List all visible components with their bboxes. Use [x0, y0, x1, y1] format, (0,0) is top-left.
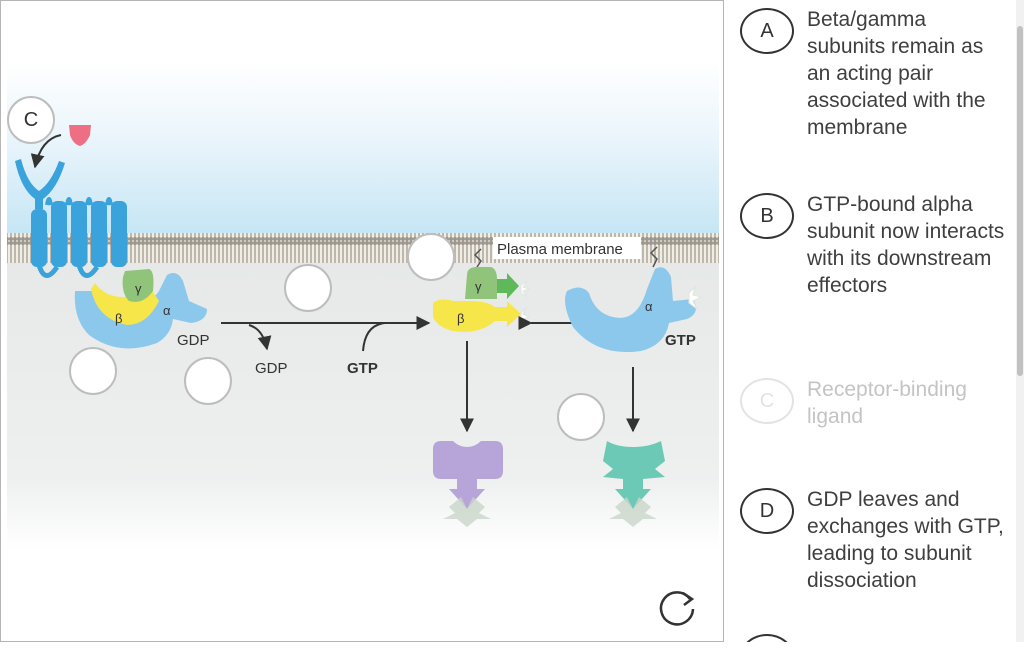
gdp-release-arrow — [248, 324, 272, 351]
drop-target[interactable] — [284, 264, 332, 312]
drop-target[interactable] — [407, 233, 455, 281]
option-a-text: Beta/gamma subunits remain as an acting … — [807, 8, 986, 139]
gamma-label-1: γ — [135, 281, 142, 296]
effector-teal — [603, 441, 665, 527]
option-e-badge-partial[interactable] — [740, 634, 794, 642]
option-b-badge: B — [740, 193, 794, 239]
effector-purple — [433, 441, 503, 527]
drop-target[interactable] — [69, 347, 117, 395]
option-c-badge: C — [740, 378, 794, 424]
option-a-badge: A — [740, 8, 794, 54]
gtp-incoming-label: GTP — [347, 360, 378, 377]
reset-button[interactable] — [655, 585, 699, 629]
option-d-badge: D — [740, 488, 794, 534]
alpha-label-1: α — [163, 303, 171, 318]
gpcr-receptor — [15, 159, 127, 278]
g-protein-diagram: Plasma membrane γ β α GDP — [7, 61, 719, 551]
beta-label-2: β — [457, 311, 464, 326]
gdp-bound-label: GDP — [177, 332, 210, 349]
membrane-label-bg — [493, 237, 641, 259]
plasma-membrane-label: Plasma membrane — [497, 241, 623, 258]
option-c-text: Receptor-binding ligand — [807, 378, 967, 428]
ligand — [69, 125, 91, 146]
reset-icon — [659, 591, 695, 626]
drop-target[interactable] — [557, 393, 605, 441]
gdp-released-label: GDP — [255, 360, 288, 377]
ligand-binding-arrow — [30, 134, 62, 169]
drop-target[interactable] — [184, 357, 232, 405]
gtp-entry-arrow — [362, 322, 386, 352]
alpha-subunit-active: α — [565, 246, 703, 352]
option-d-text: GDP leaves and exchanges with GTP, leadi… — [807, 488, 1004, 592]
drop-target-c[interactable]: C — [7, 96, 55, 144]
g-protein-inactive: γ β α — [74, 269, 208, 349]
alpha-label-2: α — [645, 299, 653, 314]
gamma-label-2: γ — [475, 279, 482, 294]
options-panel: A Beta/gamma subunits remain as an actin… — [726, 0, 1016, 642]
gtp-bound-label: GTP — [665, 332, 696, 349]
beta-label-1: β — [115, 311, 122, 326]
option-b-text: GTP-bound alpha subunit now interacts wi… — [807, 193, 1005, 297]
diagram-panel: Plasma membrane γ β α GDP — [0, 0, 724, 642]
drop-target-c-label: C — [23, 108, 39, 131]
scrollbar-thumb[interactable] — [1017, 26, 1023, 376]
options-scrollbar[interactable] — [1016, 0, 1024, 642]
